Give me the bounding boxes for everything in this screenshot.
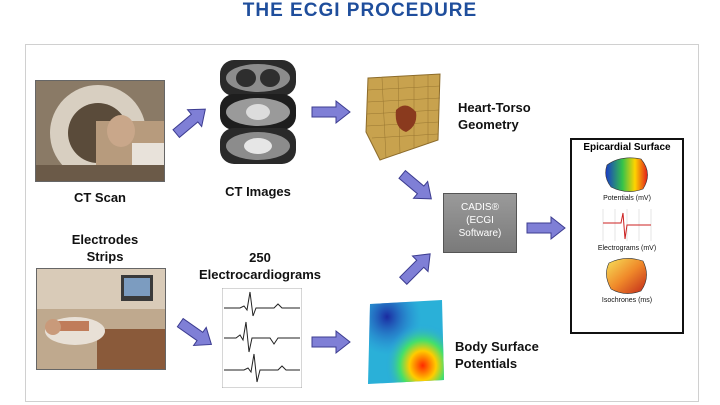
arrow-icon	[176, 317, 213, 347]
ct-images-label: CT Images	[225, 184, 291, 199]
bsp-label-1: Body Surface	[455, 339, 539, 354]
arrow-icon	[398, 169, 432, 200]
potentials-map	[601, 155, 653, 195]
isochrones-label: Isochrones (ms)	[601, 297, 653, 304]
epicardial-surface-panel: Epicardial Surface Potentials (mV)	[570, 138, 684, 334]
arrow-icon	[399, 253, 431, 285]
electrodes-photo	[36, 268, 166, 370]
ecg-label-2: Electrocardiograms	[198, 267, 322, 282]
potentials-label: Potentials (mV)	[603, 195, 651, 202]
heart-torso-label-2: Geometry	[458, 117, 519, 132]
electrograms-label: Electrograms (mV)	[597, 245, 657, 252]
cadis-line-2: (ECGI	[466, 215, 494, 226]
arrow-icon	[311, 99, 351, 125]
cadis-line-3: Software)	[458, 228, 502, 239]
cadis-line-1: CADIS®	[461, 202, 499, 213]
heart-torso-label-1: Heart-Torso	[458, 100, 531, 115]
page-title: THE ECGI PROCEDURE	[242, 0, 478, 21]
cadis-software-box: CADIS® (ECGI Software)	[443, 193, 517, 253]
body-surface-map	[366, 298, 446, 386]
heart-torso-image	[362, 70, 444, 162]
ct-scan-label: CT Scan	[73, 190, 126, 205]
bsp-label-2: Potentials	[455, 356, 518, 371]
electrodes-label-1: Electrodes	[71, 232, 139, 247]
ecg-traces	[221, 287, 303, 389]
arrow-icon	[172, 108, 206, 139]
electrodes-label-2: Strips	[86, 249, 124, 264]
isochrones-map	[601, 255, 653, 297]
arrow-icon	[526, 215, 566, 241]
ecg-label-1: 250	[249, 250, 271, 265]
epicardial-title: Epicardial Surface	[583, 142, 671, 153]
electrograms-trace	[595, 205, 659, 245]
ct-scan-photo	[35, 80, 165, 182]
arrow-icon	[311, 329, 351, 355]
ct-images	[218, 56, 298, 166]
